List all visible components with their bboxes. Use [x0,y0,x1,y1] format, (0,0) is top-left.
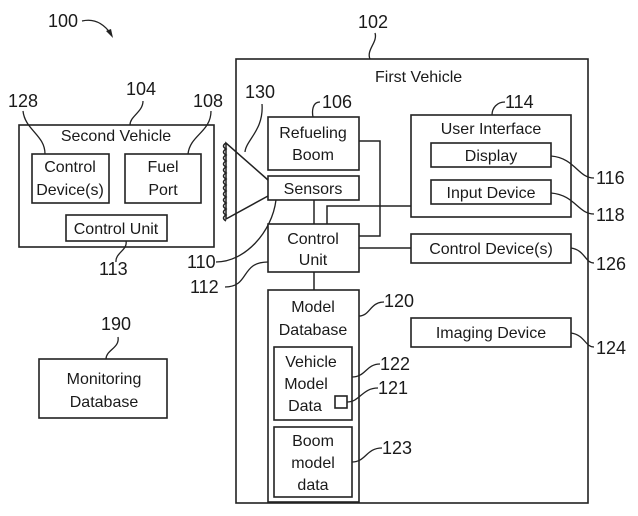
second-control-unit-box [65,214,168,242]
refueling-boom: Refueling Boom 106 [267,92,360,171]
refueling-boom-label-2: Boom [292,147,334,164]
ref-128-leader [22,110,46,155]
second-control-unit-label: Control Unit [74,221,159,238]
control-devices-box [410,233,572,264]
ref-121: 121 [378,378,408,398]
display-label: Display [465,148,517,165]
ref-130: 130 [245,82,275,102]
ref-102-leader [368,32,377,60]
ref-123-leader [351,447,383,463]
ref-108: 108 [193,91,223,111]
sensors-label: Sensors [284,181,343,198]
fuel-port-label-2: Port [148,182,178,199]
model-database: Model Database 120 Vehicle Model Data 12… [267,289,414,503]
ref-114: 114 [505,92,534,112]
second-control-devices-label-1: Control [44,159,96,176]
sensor-field-wave-icon [222,142,228,222]
vehicle-model-data-label-2: Model [284,376,328,393]
ref-190-leader [105,336,119,360]
second-vehicle: Second Vehicle 104 Control Device(s) 128… [8,79,223,279]
ref-122-leader [351,363,381,378]
ref-106-leader [311,101,321,118]
control-unit: Control Unit 112 [190,223,360,297]
ref-104-leader [129,100,144,126]
ref-110: 110 [187,252,216,272]
second-control-devices-box [31,153,110,204]
fuel-port-box [124,153,202,204]
arrowhead-icon [106,29,113,38]
user-interface: User Interface 114 Display Input Device … [410,92,625,225]
monitoring-database-label-2: Database [70,394,139,411]
boom-to-control-line [359,140,381,237]
boom-model-data-label-3: data [297,477,328,494]
ref-112: 112 [190,277,219,297]
input-device-box [430,179,552,205]
ref-104: 104 [126,79,156,99]
control-unit-label-2: Unit [299,252,328,269]
vehicle-model-data-label-3: Data [288,398,322,415]
control-to-ui-line [326,205,411,224]
input-device-label: Input Device [447,185,536,202]
ref-100: 100 [48,11,78,31]
ref-114-leader [491,101,506,116]
control-unit-label-1: Control [287,231,339,248]
ref-100-arrow [81,19,112,35]
monitoring-database-label-1: Monitoring [67,371,142,388]
second-control-devices-label-2: Device(s) [36,182,104,199]
sensors: Sensors 110 [187,175,360,272]
ref-128: 128 [8,91,38,111]
data-element-121 [334,395,348,409]
sensor-field: 130 [222,82,275,222]
refueling-boom-label-1: Refueling [279,125,347,142]
ref-122: 122 [380,354,410,374]
ref-124: 124 [596,338,626,358]
ref-123: 123 [382,438,412,458]
control-devices-label: Control Device(s) [429,241,553,258]
ref-113-leader [115,240,127,263]
ref-112-leader [224,261,269,288]
ref-110-leader [215,199,277,263]
sensors-box [267,175,360,201]
boom-model-data-label-2: model [291,455,335,472]
ref-126: 126 [596,254,626,274]
fuel-port-label-1: Fuel [147,159,178,176]
boom-model-data-label-1: Boom [292,433,334,450]
second-vehicle-title: Second Vehicle [61,128,171,145]
first-vehicle-title: First Vehicle [375,69,462,86]
user-interface-title: User Interface [441,121,542,138]
monitoring-database: Monitoring Database 190 [38,314,168,419]
model-database-label-2: Database [279,322,348,339]
vehicle-model-data-label-1: Vehicle [285,354,337,371]
ref-116-leader [550,155,595,179]
ref-106: 106 [322,92,352,112]
imaging-device-label: Imaging Device [436,325,546,342]
ref-118: 118 [596,205,625,225]
ref-118-leader [550,192,595,215]
ref-120: 120 [384,291,414,311]
ref-102: 102 [358,12,388,32]
ref-130-leader [244,103,263,153]
control-devices-first: Control Device(s) 126 [410,233,626,274]
ref-126-leader [570,247,595,264]
ref-108-leader [187,110,212,155]
ref-120-leader [358,301,385,317]
ref-113: 113 [99,259,128,279]
monitoring-database-box [38,358,168,419]
ref-116: 116 [596,168,625,188]
imaging-device: Imaging Device 124 [410,317,626,358]
sensor-field-cone [225,141,269,221]
refueling-boom-box [267,116,360,171]
ref-121-leader [346,387,379,403]
display-box [430,142,552,168]
ref-124-leader [570,332,595,348]
model-database-label-1: Model [291,299,335,316]
imaging-device-box [410,317,572,348]
ref-190: 190 [101,314,131,334]
control-unit-box [267,223,360,273]
